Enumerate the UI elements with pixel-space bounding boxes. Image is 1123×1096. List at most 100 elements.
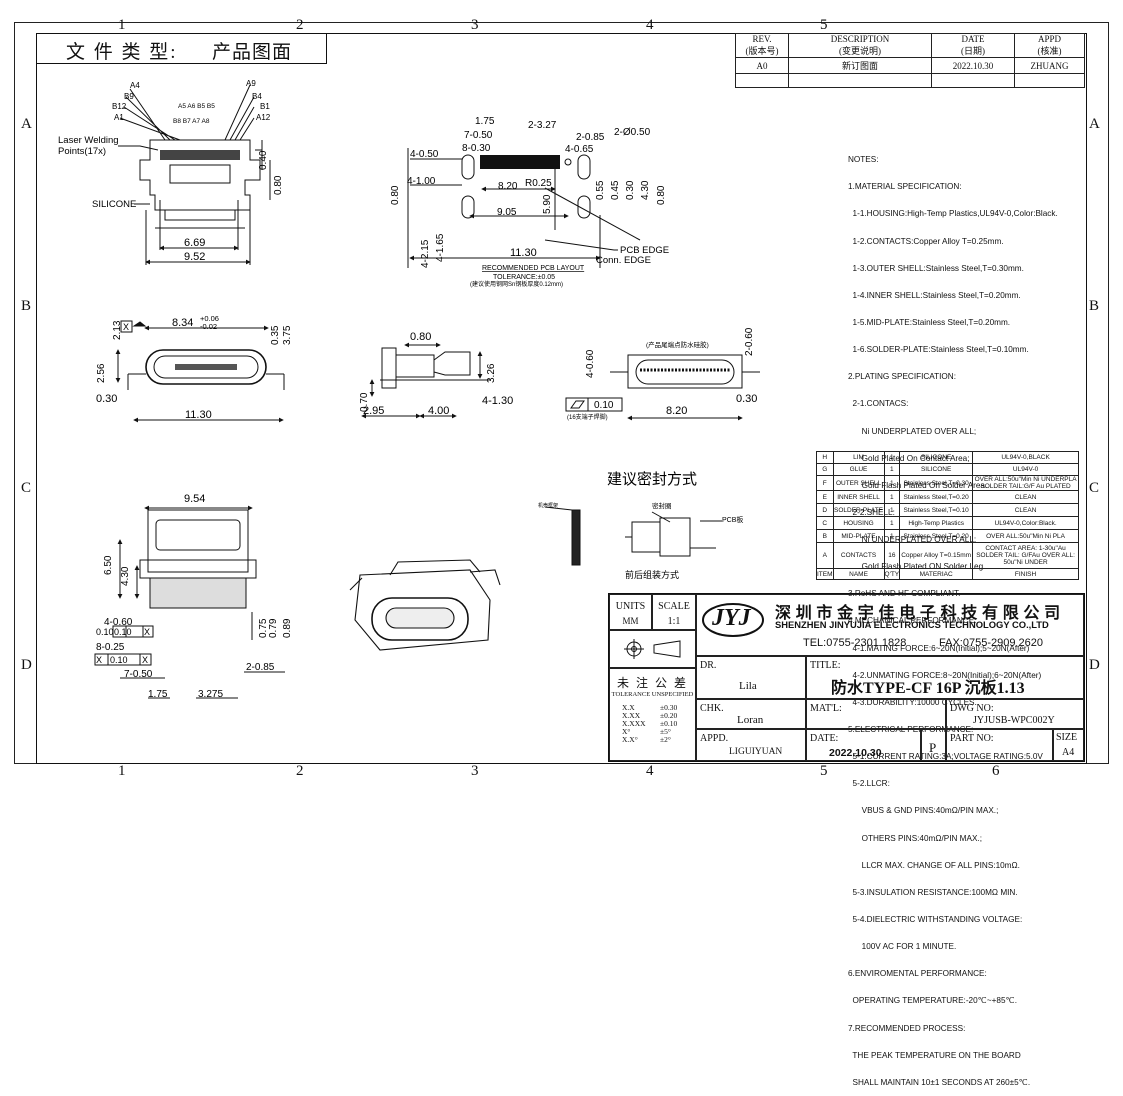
iso-port	[371, 597, 469, 641]
sheet-size: A4	[1062, 747, 1075, 758]
bottom-view-shell	[155, 519, 241, 551]
position-tol-2: 0.10	[110, 655, 128, 665]
dim-0-55: 0.55	[595, 180, 606, 200]
rear-view-inner	[635, 359, 735, 385]
pcb-layout-title: RECOMMENDED PCB LAYOUT	[482, 265, 585, 272]
pin-b4-label: B4	[252, 92, 262, 101]
pcb-pads	[480, 155, 560, 169]
dim-0-35: 0.35	[270, 325, 281, 345]
zone-col-1-bottom: 1	[118, 763, 126, 779]
dim-9-54: 9.54	[184, 493, 205, 505]
dim-0-45: 0.45	[610, 180, 621, 200]
position-symbol-1: 0.10	[96, 627, 114, 637]
pcb-slot-tr	[577, 154, 591, 180]
flatness-box	[565, 397, 623, 412]
pin-b12-label: B12	[112, 102, 127, 111]
dim-0-30-rear: 0.30	[736, 393, 757, 405]
seal-connector-tail	[659, 517, 691, 557]
zone-row-d: D	[21, 657, 32, 673]
note-line: 2-1.CONTACS:	[848, 399, 909, 409]
note-line: 1.MATERIAL SPECIFICATION:	[848, 182, 962, 192]
scale-cell: SCALE 1:1	[652, 594, 696, 630]
note-line: 1-4.INNER SHELL:Stainless Steel,T=0.20mm…	[848, 290, 1021, 300]
seal-method-title: 建议密封方式	[607, 471, 697, 488]
dim-0-80-right: 0.80	[656, 185, 667, 205]
approved-by-value: LIGUIYUAN	[729, 747, 783, 757]
side-view-body	[395, 354, 435, 378]
pin-mid-bottom-label: B8 B7 A7 A8	[173, 118, 210, 125]
rear-view	[565, 354, 760, 421]
note-line: 6.ENVIROMENTAL PERFORMANCE:	[848, 969, 987, 979]
dim-4-1-65: 4-1.65	[435, 233, 446, 262]
zone-row-b: B	[21, 298, 32, 314]
drawing-canvas: A4 B9 B12 A1 A5 A6 B5 B5 B8 B7 A7 A8 A9 …	[58, 79, 760, 700]
dim-8-0-25: 8-0.25	[96, 642, 125, 653]
note-line: THE PEAK TEMPERATURE ON THE BOARD	[848, 1050, 1021, 1060]
bottom-view-body	[147, 509, 249, 573]
projection-symbol	[609, 630, 696, 668]
top-view-pins	[160, 150, 240, 160]
title-cell: TITLE: 防水TYPE-CF 16P 沉板1.13	[806, 656, 1084, 699]
part-number-cell: PART NO:	[946, 729, 1053, 761]
drawing-date: 2022.10.30	[829, 747, 882, 759]
note-line: 1-1.HOUSING:High-Temp Plastics,UL94V-0,C…	[848, 209, 1058, 219]
dim-0-79: 0.79	[268, 618, 279, 638]
dim-11-30-front: 11.30	[185, 409, 212, 421]
dim-3-26: 3.26	[486, 363, 497, 383]
zone-col-1: 1	[118, 17, 126, 33]
drawing-number-cell: DWG NO: JYJUSB-WPC002Y	[946, 699, 1084, 729]
isometric-view	[349, 559, 501, 651]
projection-icon	[624, 639, 681, 659]
note-line: 1-2.CONTACTS:Copper Alloy T=0.25mm.	[848, 236, 1004, 246]
note-line: 4.MECHANICAL PERFORMANCE:	[848, 616, 977, 626]
side-view-tail	[433, 351, 471, 376]
dim-2-56: 2.56	[96, 363, 107, 383]
position-datum-1: X	[144, 627, 150, 637]
company-name-cn: 深圳市金宇佳电子科技有限公司	[775, 605, 1065, 622]
zone-row-b-right: B	[1089, 298, 1100, 314]
note-line: OTHERS PINS:40mΩ/PIN MAX.;	[848, 833, 982, 843]
note-line: 1-6.SOLDER-PLATE:Stainless Steel,T=0.10m…	[848, 345, 1029, 355]
note-line: 100V AC FOR 1 MINUTE.	[848, 942, 957, 952]
bottom-view-pins	[149, 577, 247, 609]
drawn-by-cell: DR. Lila	[696, 656, 806, 699]
note-line: 5-2.LLCR:	[848, 779, 890, 789]
zone-col-3: 3	[471, 17, 479, 33]
top-view-lower	[164, 209, 236, 221]
revision-table: REV.(版本号) DESCRIPTION(变更说明) DATE(日期) APP…	[735, 33, 1085, 88]
zone-col-2-bottom: 2	[296, 763, 304, 779]
zone-col-6-bottom: 6	[992, 763, 1000, 779]
pin-mid-top-label: A5 A6 B5 B5	[178, 103, 215, 110]
dim-8-20-rear: 8.20	[666, 405, 687, 417]
note-line: VBUS & GND PINS:40mΩ/PIN MAX.;	[848, 806, 999, 816]
bottom-view	[94, 505, 285, 699]
pcb-edge-label: PCB EDGE	[620, 245, 669, 256]
dim-4-00: 4.00	[428, 405, 449, 417]
note-line: OPERATING TEMPERATURE:-20℃~+85℃.	[848, 996, 1017, 1006]
dim-4-0-60-bottom: 4-0.60	[104, 617, 133, 628]
pcb-edge-line	[544, 187, 641, 241]
seal-illustration	[544, 506, 722, 566]
pcb-slot-tl	[461, 154, 475, 180]
position-datum-2: X	[142, 655, 148, 665]
date-header: DATE(日期)	[931, 33, 1015, 58]
pin-a4-label: A4	[130, 81, 140, 90]
units-cell: UNITS MM	[609, 594, 652, 630]
iso-port-inner	[385, 607, 455, 629]
laser-welding-label: Laser Welding	[58, 135, 119, 146]
dim-3-75: 3.75	[282, 325, 293, 345]
rear-silicone-note: (产品尾端点防水硅胶)	[646, 340, 709, 349]
dim-8-34-lower-tol: -0.02	[200, 322, 217, 331]
page-cell: P	[921, 729, 946, 761]
company-fax: FAX:0755-2909 2620	[939, 637, 1043, 649]
seal-label-pcb: PCB板	[722, 515, 743, 524]
dim-9-52: 9.52	[184, 251, 205, 263]
